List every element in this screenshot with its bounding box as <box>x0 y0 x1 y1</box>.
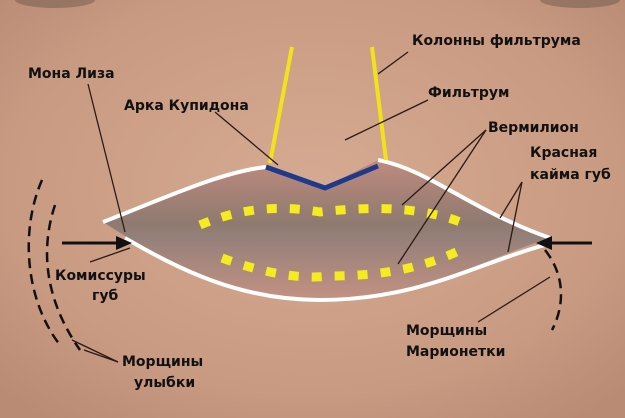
nostril-right <box>540 0 620 8</box>
upper-lip-outline-right <box>377 158 551 240</box>
label-marionette-1: Морщины <box>406 323 487 339</box>
vermilion-dashes-upper <box>198 203 472 231</box>
smile-wrinkle-inner <box>45 204 82 351</box>
cupids-bow-line <box>265 163 379 191</box>
lower-lip-outline <box>123 236 546 303</box>
smile-wrinkle-outer <box>27 179 61 346</box>
label-smile-2: улыбки <box>134 375 195 391</box>
label-mona-lisa: Мона Лиза <box>28 66 115 82</box>
nostril-left <box>15 0 95 8</box>
label-cupids-bow: Арка Купидона <box>124 98 249 114</box>
label-commissures-2: губ <box>92 288 118 304</box>
philtral-column-left <box>268 46 294 164</box>
marionette-wrinkle <box>544 249 563 331</box>
commissure-arrow-left <box>62 236 132 250</box>
label-smile-1: Морщины <box>122 354 203 370</box>
upper-lip-outline-left <box>102 165 267 224</box>
vermilion-dashes-lower <box>220 243 467 282</box>
label-vermilion: Вермилион <box>488 120 579 136</box>
label-philtrum: Фильтрум <box>428 85 510 101</box>
label-marionette-2: Марионетки <box>406 344 505 360</box>
philtral-column-right <box>370 46 388 161</box>
commissure-arrow-right <box>536 236 592 250</box>
leader-lines <box>71 51 551 363</box>
label-vermilion-border-1: Красная <box>530 145 597 161</box>
label-vermilion-border-2: кайма губ <box>530 167 611 183</box>
label-philtral-columns: Колонны фильтрума <box>412 33 581 49</box>
lips-shape <box>103 160 550 300</box>
label-commissures-1: Комиссуры <box>55 268 146 284</box>
